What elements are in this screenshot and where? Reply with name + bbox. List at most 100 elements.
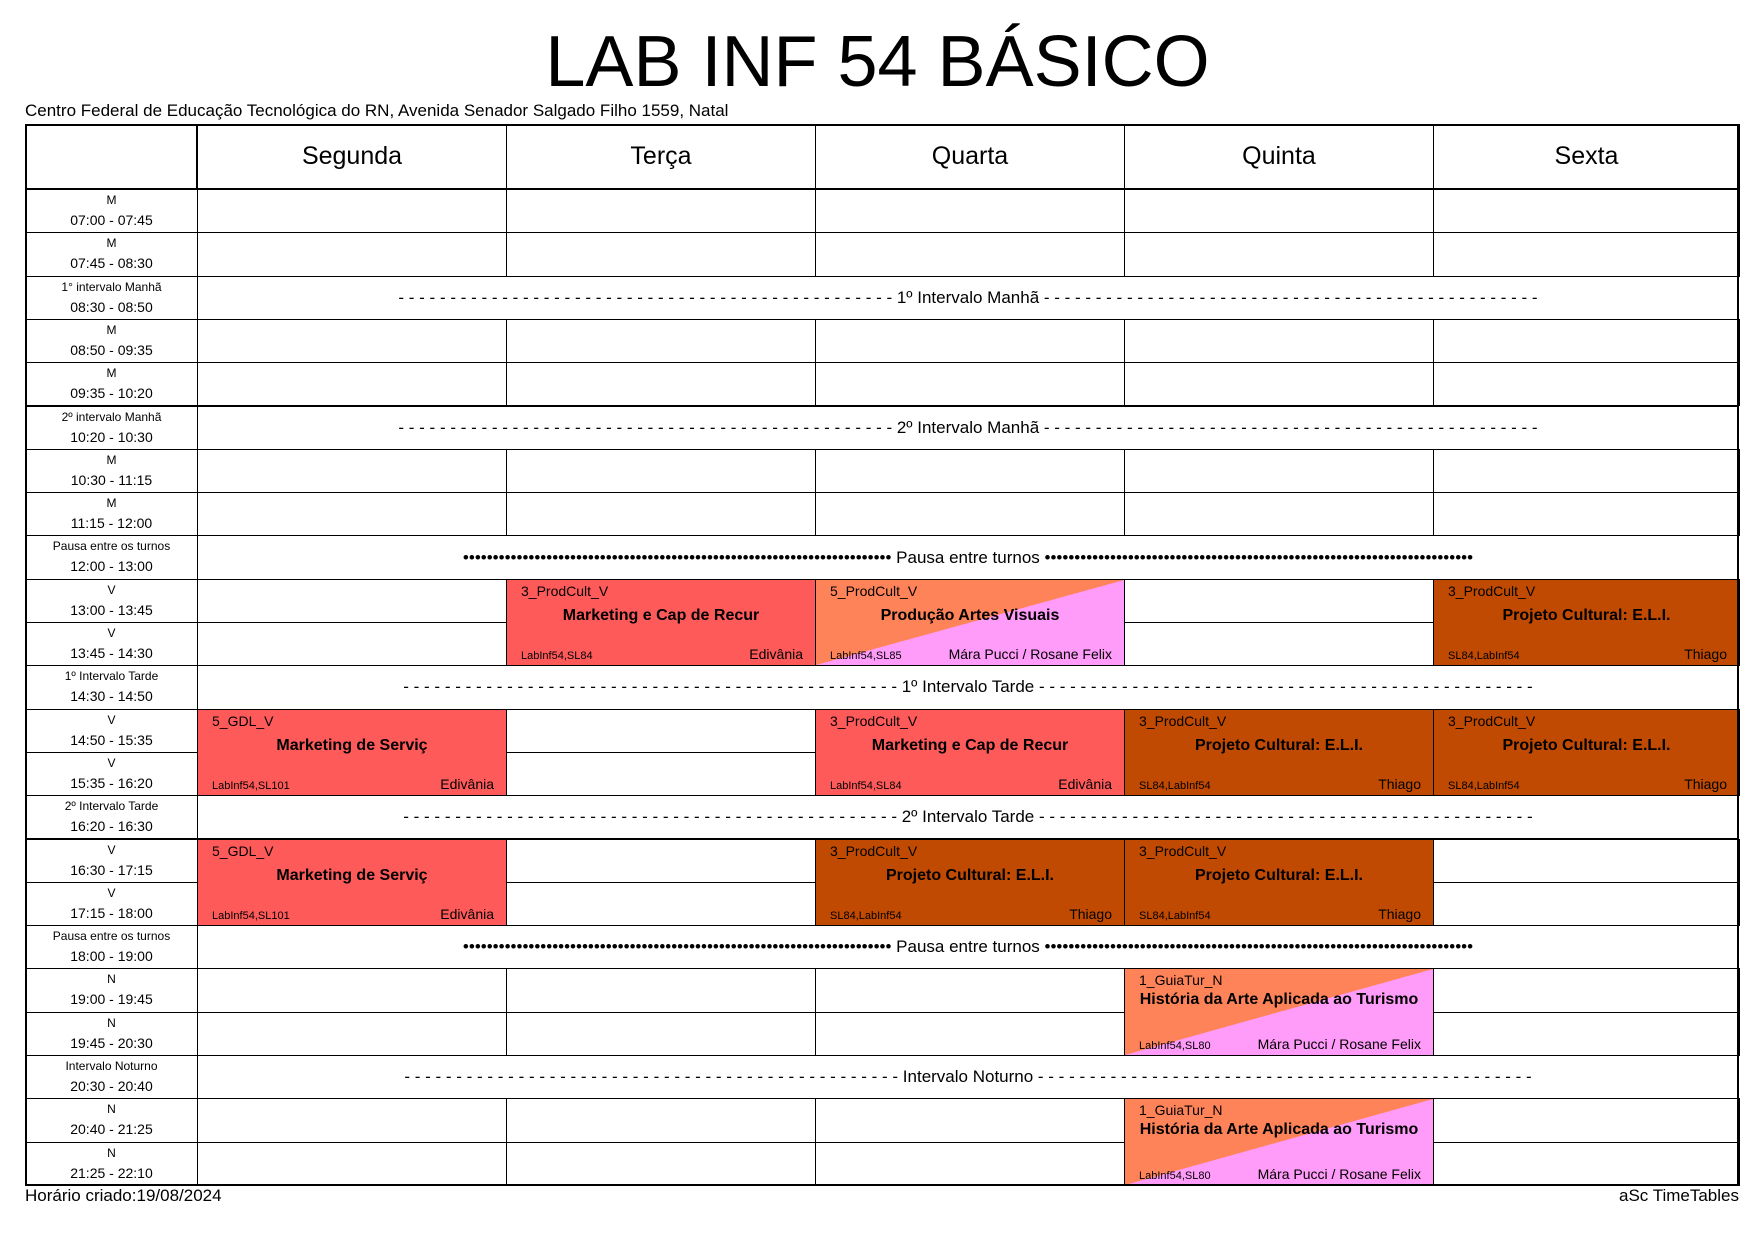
empty-slot[interactable] [1124, 578, 1434, 623]
lesson-teacher: Thiago [1069, 906, 1112, 923]
empty-slot[interactable] [506, 968, 816, 1013]
lesson-teacher: Thiago [1378, 776, 1421, 793]
empty-slot[interactable] [815, 1011, 1125, 1056]
empty-slot[interactable] [1124, 492, 1434, 537]
empty-slot[interactable] [815, 1098, 1125, 1143]
empty-slot[interactable] [197, 1011, 507, 1056]
lesson-room: LabInf54,SL101 [212, 780, 290, 793]
empty-slot[interactable] [506, 318, 816, 364]
empty-slot[interactable] [1433, 448, 1740, 494]
empty-slot[interactable] [506, 708, 816, 753]
empty-slot[interactable] [1433, 492, 1740, 537]
period-label: V [107, 582, 116, 597]
empty-slot[interactable] [1433, 362, 1740, 407]
lesson-class-code: 3_ProdCult_V [1139, 712, 1227, 729]
period-label: Pausa entre os turnos [52, 929, 171, 944]
period-label: V [107, 626, 116, 640]
empty-slot[interactable] [1124, 232, 1434, 277]
empty-slot[interactable] [1124, 622, 1434, 667]
empty-slot[interactable] [197, 318, 507, 364]
empty-slot[interactable] [197, 1098, 507, 1143]
empty-slot[interactable] [1433, 968, 1740, 1013]
period-label: 1º Intervalo Tarde [64, 669, 159, 684]
break-row: - - - - - - - - - - - - - - - - - - - - … [197, 1055, 1739, 1100]
empty-slot[interactable] [815, 968, 1125, 1013]
period-label: M [106, 193, 117, 207]
empty-slot[interactable] [197, 578, 507, 623]
empty-slot[interactable] [506, 838, 816, 883]
period-time-range: 12:00 - 13:00 [70, 558, 153, 575]
lesson-room: SL84,LabInf54 [1448, 650, 1520, 663]
empty-slot[interactable] [815, 318, 1125, 364]
empty-slot[interactable] [197, 968, 507, 1013]
lesson-teacher: Mára Pucci / Rosane Felix [1257, 1165, 1421, 1182]
empty-slot[interactable] [506, 1141, 816, 1186]
empty-slot[interactable] [1433, 881, 1740, 927]
lesson-teacher: Edivânia [440, 906, 494, 923]
empty-slot[interactable] [815, 448, 1125, 494]
period-time-range: 16:20 - 16:30 [70, 818, 153, 835]
empty-slot[interactable] [506, 189, 816, 234]
empty-slot[interactable] [506, 362, 816, 407]
lesson-teacher: Thiago [1684, 776, 1727, 793]
empty-slot[interactable] [506, 1011, 816, 1056]
lesson-class-code: 5_GDL_V [212, 842, 274, 859]
period-time-range: 08:30 - 08:50 [70, 298, 153, 315]
empty-slot[interactable] [815, 189, 1125, 234]
empty-slot[interactable] [506, 448, 816, 494]
period-time-range: 11:15 - 12:00 [70, 515, 153, 532]
period-label: N [107, 1102, 116, 1117]
empty-slot[interactable] [197, 189, 507, 234]
empty-slot[interactable] [506, 881, 816, 927]
day-header-3: Quarta [815, 124, 1125, 189]
empty-slot[interactable] [1124, 189, 1434, 234]
empty-slot[interactable] [1124, 318, 1434, 364]
empty-slot[interactable] [197, 492, 507, 537]
empty-slot[interactable] [1433, 1011, 1740, 1056]
empty-slot[interactable] [1433, 838, 1740, 883]
empty-slot[interactable] [197, 1141, 507, 1186]
empty-slot[interactable] [506, 232, 816, 277]
empty-slot[interactable] [1433, 232, 1740, 277]
empty-slot[interactable] [1433, 189, 1740, 234]
empty-slot[interactable] [815, 232, 1125, 277]
empty-slot[interactable] [197, 362, 507, 407]
empty-slot[interactable] [197, 622, 507, 667]
empty-slot[interactable] [506, 1098, 816, 1143]
lesson-room: LabInf54,SL80 [1139, 1169, 1211, 1182]
period-time-range: 15:35 - 16:20 [70, 774, 153, 791]
period-label: N [107, 1015, 116, 1030]
period-time-range: 09:35 - 10:20 [70, 385, 153, 402]
empty-slot[interactable] [1433, 1141, 1740, 1186]
period-time-range: 13:00 - 13:45 [70, 601, 153, 618]
empty-slot[interactable] [1124, 362, 1434, 407]
empty-slot[interactable] [1124, 448, 1434, 494]
empty-slot[interactable] [197, 232, 507, 277]
empty-slot[interactable] [1433, 318, 1740, 364]
empty-slot[interactable] [506, 492, 816, 537]
empty-slot[interactable] [506, 751, 816, 797]
empty-slot[interactable] [815, 492, 1125, 537]
empty-slot[interactable] [815, 1141, 1125, 1186]
empty-slot[interactable] [1433, 1098, 1740, 1143]
empty-slot[interactable] [197, 448, 507, 494]
empty-slot[interactable] [815, 362, 1125, 407]
